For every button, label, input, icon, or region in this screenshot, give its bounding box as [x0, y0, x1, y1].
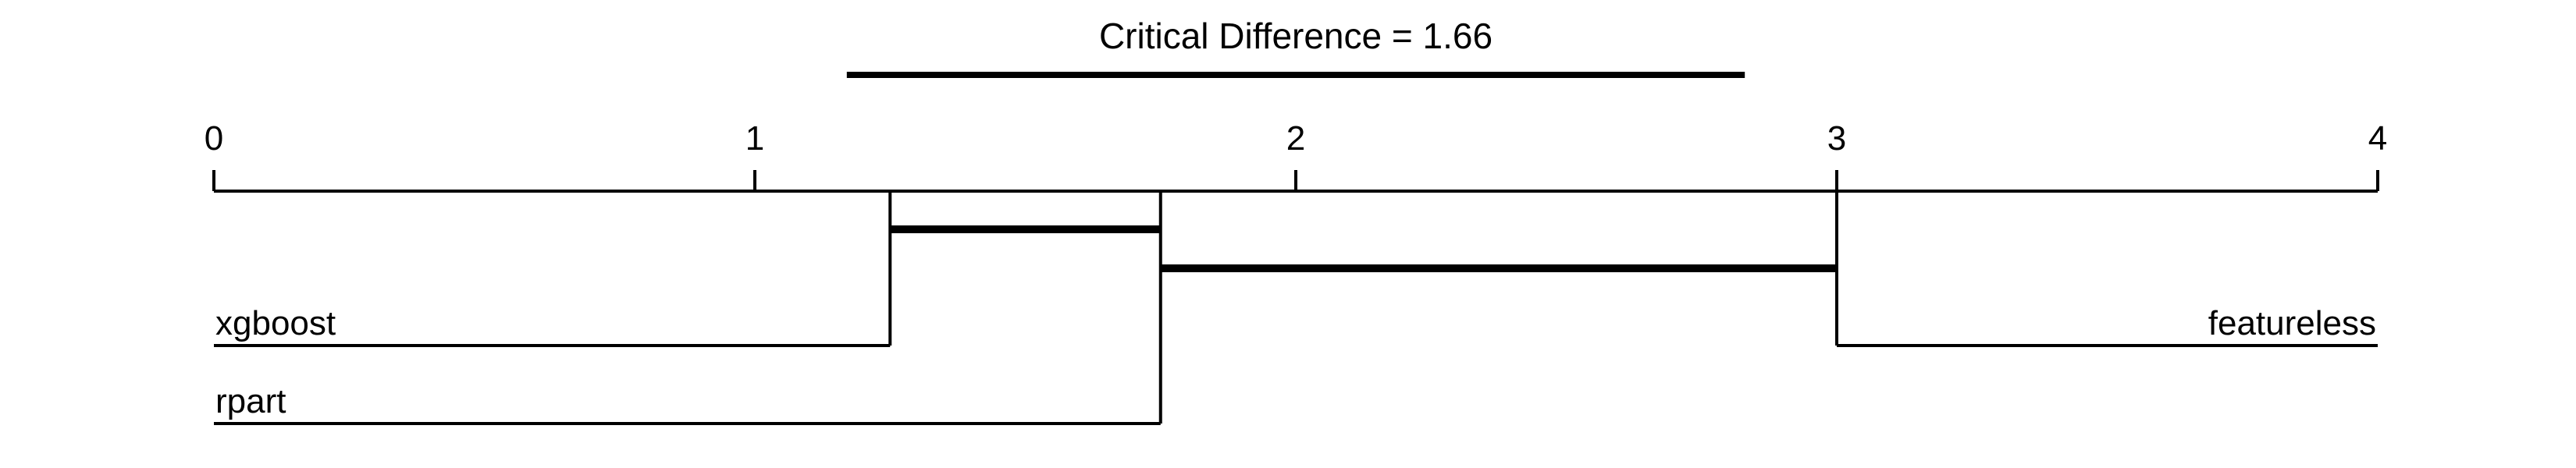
- method-label: xgboost: [215, 304, 336, 342]
- method-label: rpart: [215, 382, 286, 420]
- tick-label: 3: [1827, 119, 1846, 158]
- tick-label: 4: [2368, 119, 2387, 158]
- tick-label: 0: [205, 119, 223, 158]
- method-label: featureless: [2208, 304, 2376, 342]
- method-labels: xgboost rpart featureless: [214, 191, 2378, 425]
- chart-title: Critical Difference = 1.66: [1099, 16, 1493, 56]
- non-significant-groups: [890, 225, 1837, 272]
- axis-ticks: 0 1 2 3 4: [205, 119, 2387, 191]
- tick-label: 2: [1286, 119, 1305, 158]
- tick-label: 1: [745, 119, 764, 158]
